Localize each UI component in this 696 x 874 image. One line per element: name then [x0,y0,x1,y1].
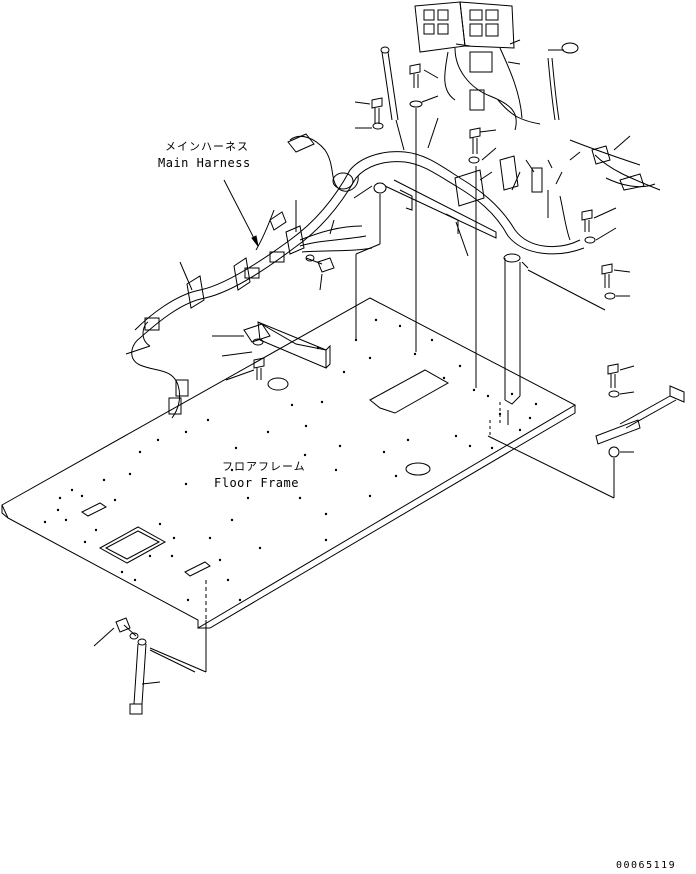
leader-lines [94,40,634,684]
mounting-holes [43,318,538,602]
ground-rod-top [381,47,404,150]
bolt [582,210,592,232]
bolt [470,128,480,154]
main-harness-label-jp: メインハーネス [165,140,249,153]
bolt [306,258,334,272]
ground-strap-right [488,386,684,498]
ring-terminal-cable [548,43,578,120]
plate-bracket-left [258,322,330,368]
main-harness-label-en: Main Harness [158,156,251,170]
fuse-relay-box [415,2,540,130]
relay-bracket [455,156,570,240]
floor-frame-label-jp: フロアフレーム [222,460,306,473]
bolt [372,98,382,124]
bolts [116,64,619,639]
bolt [116,618,136,636]
main-harness [132,134,584,418]
plate-bracket-rear [385,180,496,238]
floor-frame-label-en: Floor Frame [214,476,299,490]
bolt [602,264,612,288]
right-harness [570,140,660,190]
vertical-stand [504,254,520,425]
ground-strap-bottom [130,639,195,714]
bolt [410,64,420,88]
bolt [608,364,618,388]
washer [410,101,422,107]
floor-frame-plate [2,298,575,628]
bolt [254,358,264,380]
drawing-number: 00065119 [616,860,677,871]
